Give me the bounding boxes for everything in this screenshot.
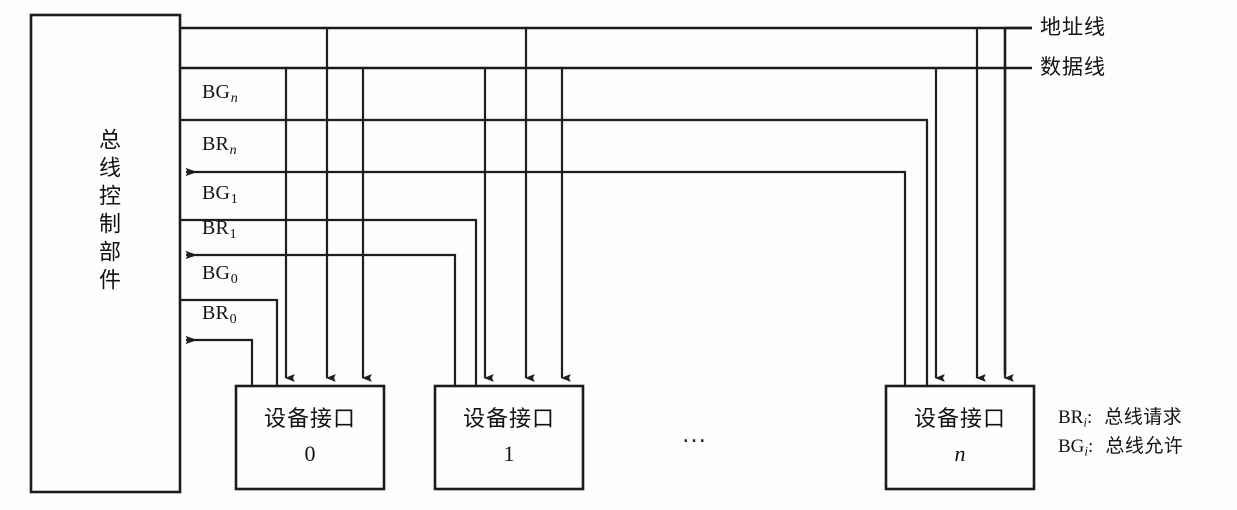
legend-row-br: BRi: 总线请求 [1058,404,1183,433]
signal-label-bg-1: BG1 [202,183,238,207]
controller-label: 总线控制部件 [96,128,121,296]
device-name-1: 设备接口 [462,406,555,431]
device-label-1: 设备接口 1 [435,404,583,468]
signal-base-bg-0: BG [202,262,231,284]
device-box-0 [234,384,386,491]
signal-label-br-0: BR0 [202,303,237,327]
legend-key-base-br: BR [1058,407,1084,428]
legend-key-br: BRi: [1058,407,1093,430]
signal-index-bg-n: n [230,90,238,106]
legend-value-bg: 总线允许 [1105,435,1184,457]
signal-index-br-1: 1 [229,226,237,242]
signal-label-bg-0: BG0 [202,263,238,287]
legend-key-index-br: i [1083,414,1087,430]
wire-br-n [185,167,907,386]
controller-box [29,13,182,494]
signal-base-br-0: BR [202,302,230,324]
legend-value-br: 总线请求 [1104,407,1183,428]
signal-label-bg-n: BGn [202,82,238,106]
signal-base-bg-1: BG [202,182,231,204]
signal-base-br-n: BR [202,133,230,155]
legend-key-index-bg: i [1084,443,1089,459]
device-label-n: 设备接口 n [886,404,1034,468]
device-label-0: 设备接口 0 [236,404,384,468]
device-box-1 [433,384,585,491]
device-box-n [884,384,1036,491]
wire-br-0 [185,335,254,386]
wire-br-1 [185,250,457,386]
legend-key-bg: BGi: [1058,435,1094,459]
signal-base-br-1: BR [202,217,230,239]
device-name-n: 设备接口 [913,406,1006,431]
signal-label-br-1: BR1 [202,218,237,242]
device-index-0: 0 [304,441,316,467]
signal-label-br-n: BRn [202,134,237,158]
data-bus-label: 数据线 [1040,56,1106,79]
wire-bg-1 [180,218,478,386]
signal-index-bg-1: 1 [230,191,238,207]
signal-index-bg-0: 0 [230,271,238,287]
device-index-1: 1 [503,441,515,467]
signal-index-br-n: n [229,142,237,158]
devices-ellipsis: … [681,418,712,448]
device-index-n: n [954,441,966,467]
legend: BRi: 总线请求 BGi: 总线允许 [1058,404,1183,462]
legend-key-base-bg: BG [1058,435,1085,457]
signal-base-bg-n: BG [202,81,231,103]
legend-row-bg: BGi: 总线允许 [1058,433,1183,462]
address-bus-label: 地址线 [1040,16,1106,39]
signal-index-br-0: 0 [229,311,237,327]
wire-bg-0 [180,298,279,386]
wire-bg-n [180,118,929,386]
device-name-0: 设备接口 [263,406,356,431]
